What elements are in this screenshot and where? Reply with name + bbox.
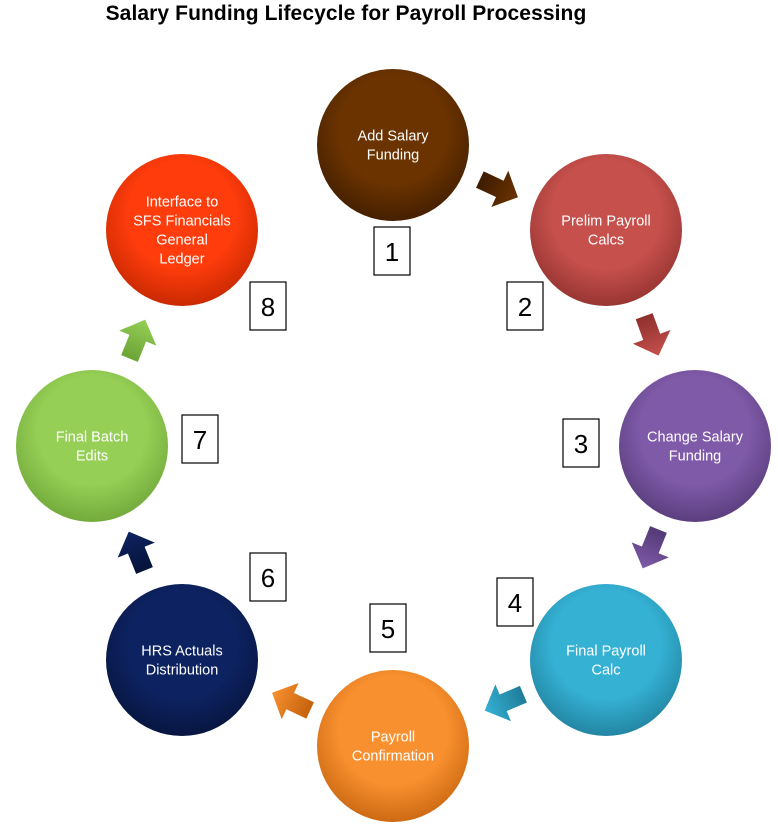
step-6-circle xyxy=(106,584,258,736)
step-5-label-line: Confirmation xyxy=(352,749,434,765)
number-box-frame xyxy=(506,281,544,331)
diagram-title: Salary Funding Lifecycle for Payroll Pro… xyxy=(0,2,778,26)
step-6-number-box: 6 xyxy=(249,552,287,602)
step-8-number-box: 8 xyxy=(249,281,287,331)
number-box-frame xyxy=(249,552,287,602)
flow-arrow-7-to-8 xyxy=(119,319,157,362)
step-1-circle xyxy=(317,69,469,221)
step-7-label-line: Edits xyxy=(76,449,108,465)
step-8-label-line: SFS Financials xyxy=(133,214,231,230)
flow-arrow-1-to-2 xyxy=(476,170,518,207)
step-number-label: 8 xyxy=(261,292,275,322)
step-8-circle xyxy=(106,154,258,306)
arrows-layer xyxy=(117,170,671,722)
step-6-label-line: Distribution xyxy=(146,663,219,679)
step-1-label-line: Funding xyxy=(367,148,419,164)
number-box-frame xyxy=(562,418,600,468)
step-5-circle xyxy=(317,670,469,822)
step-7-label-line: Final Batch xyxy=(56,430,129,446)
step-3-label-line: Funding xyxy=(669,449,721,465)
step-8-label-line: Interface to xyxy=(146,195,219,211)
step-number-label: 2 xyxy=(518,292,532,322)
step-1-label-line: Add Salary xyxy=(358,129,430,145)
step-number-label: 1 xyxy=(385,237,399,267)
step-1-number-box: 1 xyxy=(373,226,411,276)
step-8-label-line: General xyxy=(156,233,208,249)
flow-arrow-3-to-4 xyxy=(631,526,669,569)
step-number-label: 7 xyxy=(193,425,207,455)
flow-arrow-2-to-3 xyxy=(632,313,671,356)
step-number-label: 6 xyxy=(261,563,275,593)
step-4-label-line: Calc xyxy=(591,663,620,679)
step-6-label-line: HRS Actuals xyxy=(141,644,222,660)
step-7-number-box: 7 xyxy=(181,414,219,464)
step-2-label-line: Calcs xyxy=(588,233,624,249)
step-2-number-box: 2 xyxy=(506,281,544,331)
flow-arrow-6-to-7 xyxy=(117,531,155,574)
step-3-circle xyxy=(619,370,771,522)
step-3-label-line: Change Salary xyxy=(647,430,744,446)
step-3-number-box: 3 xyxy=(562,418,600,468)
step-number-label: 5 xyxy=(381,614,395,644)
step-8-label-line: Ledger xyxy=(159,252,204,268)
step-5-label-line: Payroll xyxy=(371,730,415,746)
step-2-label-line: Prelim Payroll xyxy=(561,214,650,230)
number-box-frame xyxy=(373,226,411,276)
step-number-label: 4 xyxy=(508,588,522,618)
numbers-layer: 1 2 3 4 5 6 7 8 xyxy=(181,226,600,653)
step-4-label-line: Final Payroll xyxy=(566,644,646,660)
number-box-frame xyxy=(369,603,407,653)
number-box-frame xyxy=(181,414,219,464)
step-5-number-box: 5 xyxy=(369,603,407,653)
flow-arrow-4-to-5 xyxy=(484,684,527,722)
number-box-frame xyxy=(249,281,287,331)
step-4-number-box: 4 xyxy=(496,577,534,627)
step-number-label: 3 xyxy=(574,429,588,459)
number-box-frame xyxy=(496,577,534,627)
step-7-circle xyxy=(16,370,168,522)
flow-arrow-5-to-6 xyxy=(272,683,314,720)
diagram-title-text: Salary Funding Lifecycle for Payroll Pro… xyxy=(105,2,587,25)
step-4-circle xyxy=(530,584,682,736)
step-2-circle xyxy=(530,154,682,306)
